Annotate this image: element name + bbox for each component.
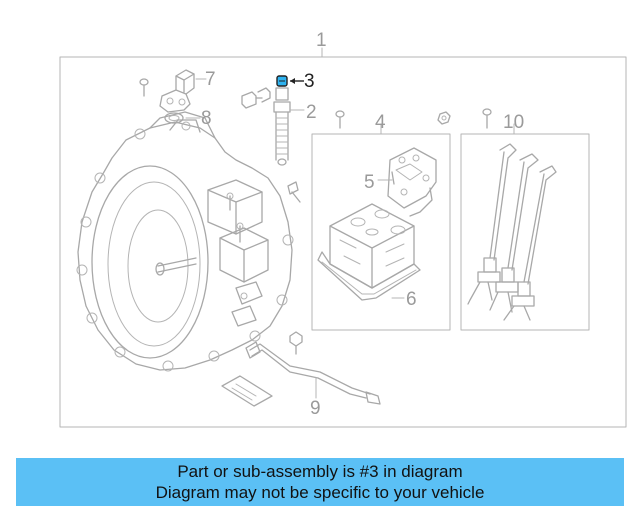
bolt-top-center — [335, 110, 345, 129]
callout-7[interactable]: 7 — [205, 69, 216, 90]
info-banner: Part or sub-assembly is #3 in diagram Di… — [16, 458, 624, 506]
label-card — [221, 375, 273, 407]
banner-line-1: Part or sub-assembly is #3 in diagram — [177, 462, 463, 481]
part-10-lines — [467, 143, 557, 321]
part-5-plate — [387, 147, 437, 217]
parts-diagram: 1 — [59, 30, 627, 428]
group-4-box — [311, 133, 451, 331]
diagram-frame — [59, 56, 627, 428]
part-2-sensor — [241, 87, 291, 166]
part-3-highlighted[interactable] — [276, 75, 288, 87]
bolt-cable — [289, 331, 303, 355]
callout-2[interactable]: 2 — [306, 102, 317, 123]
group-10-box — [460, 133, 590, 331]
callout-1[interactable]: 1 — [316, 30, 327, 51]
callout-6[interactable]: 6 — [406, 289, 417, 310]
transmission-housing — [76, 111, 294, 372]
banner-line-2: Diagram may not be specific to your vehi… — [155, 483, 485, 502]
callout-5[interactable]: 5 — [364, 172, 375, 193]
callout-9[interactable]: 9 — [310, 398, 321, 419]
part-6-valve-body — [317, 203, 421, 301]
callout-10[interactable]: 10 — [503, 112, 524, 133]
part-7-bracket — [159, 69, 195, 113]
bolt-small — [139, 78, 149, 97]
housing-bolt — [287, 181, 301, 203]
small-nut — [437, 111, 451, 125]
part-9-cable — [245, 341, 381, 405]
part-8-oring — [164, 112, 184, 124]
callout-4[interactable]: 4 — [375, 112, 386, 133]
callout-8[interactable]: 8 — [201, 108, 212, 129]
bolt-group-10 — [482, 108, 492, 129]
callout-3[interactable]: 3 — [304, 71, 315, 92]
